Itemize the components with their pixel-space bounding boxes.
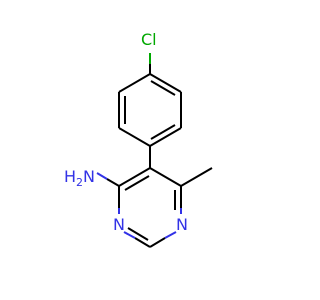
amine-bond-n [96,172,108,180]
ring-bond-3 [149,127,182,147]
chlorophenyl-ring [118,73,182,147]
ring-double-bond-b [150,124,176,140]
ring-nitrogen-n1: N [176,215,188,234]
amine-bond [106,178,120,187]
pyr-double-c4-c5 [124,175,150,191]
ring-bond-6 [118,73,151,93]
pyr-bond-c2-n3 [134,237,151,248]
amine-subscript: 2 [76,176,83,189]
chemical-structure: Cl [64,30,213,248]
pyr-bond-c5-c6 [149,167,182,187]
ring-bond-4 [118,127,151,147]
ring-nitrogen-n3: N [113,215,125,234]
pyr-bond-n1-c2 [149,237,166,248]
ring-bond-1 [149,73,182,93]
pyr-double-c2-n3 [127,227,149,241]
ring-double-bond-a [150,80,176,96]
pyr-bond-c4-c5 [118,167,151,187]
pyr-bond-n1-c2-n [164,231,177,239]
methyl-bond [180,167,213,187]
pyrimidine-ring [118,167,182,248]
chlorine-atom-label: Cl [141,30,157,49]
amine-group-label: H2N [64,167,95,189]
pyr-bond-c2-n3-n [123,231,136,239]
